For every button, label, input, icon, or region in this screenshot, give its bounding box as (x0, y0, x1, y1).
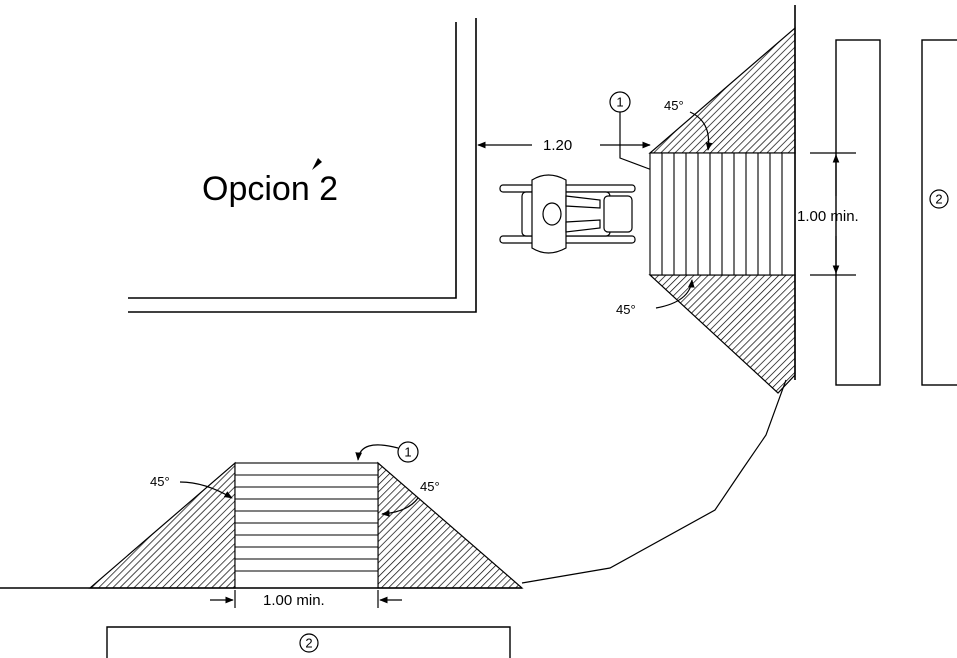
ramp-flare-right (377, 461, 524, 589)
callout-leader-ramp-side (619, 112, 653, 171)
angle-label-side-bottom: 45° (616, 302, 636, 317)
callout-circle-zone-right (929, 189, 949, 209)
callout-circle-ramp-bottom (397, 441, 419, 463)
angle-label-bottom-right: 45° (420, 479, 440, 494)
zone-rect-right-inner (835, 39, 881, 386)
zone-rect-right-outer (921, 39, 957, 386)
callout-number-ramp-side: 1 (616, 95, 623, 110)
zone-rect-bottom (106, 626, 511, 658)
drawing-title: Opcion 2 (202, 170, 338, 208)
ramp-flare-top (648, 26, 796, 154)
callout-number-zone-bottom: 2 (305, 636, 312, 651)
ramp-width-dimension-side-label: 1.00 min. (797, 208, 859, 225)
callout-number-zone-right: 2 (935, 192, 942, 207)
callout-circle-zone-bottom (299, 633, 319, 653)
angle-label-side-top: 45° (664, 98, 684, 113)
accent-mark-icon (312, 158, 322, 170)
angle-arc-side-bottom (655, 279, 695, 309)
ramp-flare-bottom (648, 274, 796, 394)
wheelchair-user-icon (499, 174, 636, 254)
ramp-surface-bottom (234, 462, 379, 589)
ramp-surface-side (649, 152, 796, 276)
building-outline (128, 18, 477, 313)
angle-arc-bottom-left (179, 481, 233, 499)
callout-leader-ramp-bottom (355, 444, 399, 461)
ramp-width-dimension-bottom-label: 1.00 min. (263, 592, 325, 609)
clearance-dimension-label: 1.20 (543, 137, 572, 154)
angle-label-bottom-left: 45° (150, 474, 170, 489)
angle-arc-side-top (689, 111, 713, 151)
ramp-width-dimension-bottom (210, 590, 402, 608)
break-line-connector (521, 379, 787, 584)
angle-arc-bottom-right (381, 497, 419, 517)
callout-number-ramp-bottom: 1 (404, 445, 411, 460)
